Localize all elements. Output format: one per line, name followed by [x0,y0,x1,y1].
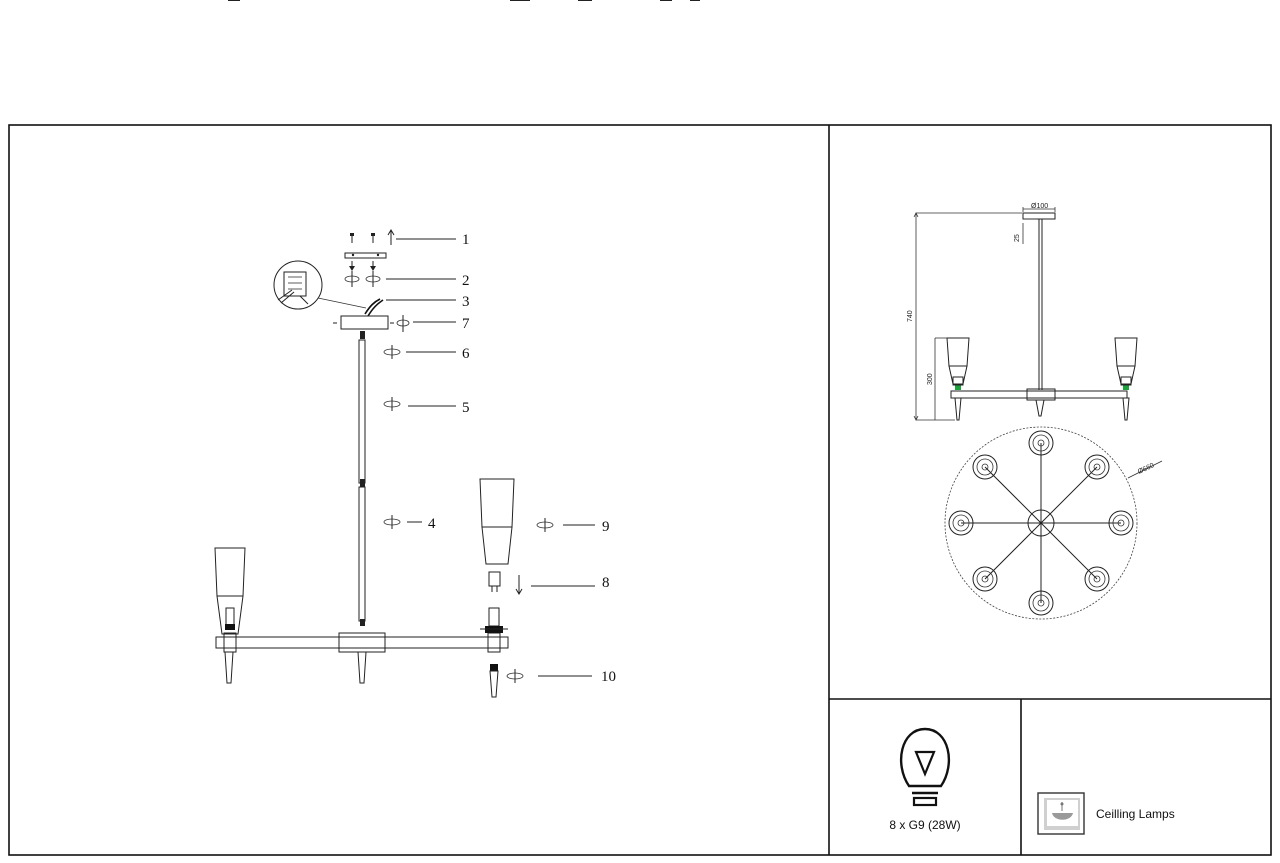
canopy [333,315,410,332]
callout-7: 7 [462,316,470,332]
side-view: Ø100 25 740 300 [907,203,1138,421]
finial-part [489,664,499,698]
assembly-diagram: 1 2 3 7 6 5 4 9 8 10 [214,229,616,698]
g9-bulb-part [488,571,523,595]
leader-lines [386,238,595,677]
wiring-detail [273,260,384,317]
rotate-symbols [383,345,554,683]
callout-9: 9 [602,519,610,535]
top-view-lamps [948,430,1134,616]
stem [358,331,366,626]
mounting-bracket [344,252,387,287]
bulb-spec-box: 8 x G9 (28W) [889,727,961,832]
dim-fixture-diameter: Ø660 [1137,462,1156,476]
callout-6: 6 [462,346,470,362]
lamp-type-box: Ceilling Lamps [1037,792,1175,835]
callout-2: 2 [462,273,470,289]
shade-part [479,478,515,565]
callouts: 1 2 3 7 6 5 4 9 8 10 [428,232,616,685]
drawing-frame [8,124,1272,856]
ceiling-lamp-icon [1037,792,1085,835]
dim-canopy-diameter: Ø100 [1031,203,1048,210]
right-socket [480,607,508,633]
callout-4: 4 [428,516,436,532]
dim-canopy-height: 25 [1014,234,1021,242]
callout-10: 10 [601,669,616,685]
bulb-spec-label: 8 x G9 (28W) [889,818,960,832]
arm-crossbar [215,632,509,684]
dim-fixture-height: 300 [927,373,934,385]
screws [350,229,395,245]
callout-1: 1 [462,232,470,248]
callout-8: 8 [602,575,610,591]
light-bulb-icon [900,727,950,807]
left-shade [214,547,246,635]
dimension-drawing: Ø100 25 740 300 Ø660 [907,203,1163,620]
dim-total-height: 740 [907,310,914,322]
lamp-type-label: Ceilling Lamps [1096,807,1175,821]
callout-3: 3 [462,294,470,310]
top-view: Ø660 [944,426,1163,620]
callout-5: 5 [462,400,470,416]
